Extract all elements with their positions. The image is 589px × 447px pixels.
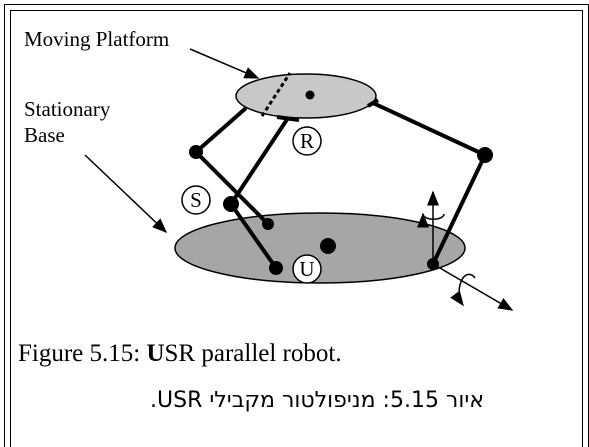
leg2-universal-joint (269, 261, 283, 275)
caption-rest: SR parallel robot. (164, 340, 342, 367)
hebrew-caption: איור 5.15: מניפולטור מקבילי USR. (150, 388, 484, 413)
base-center-dot (320, 238, 336, 254)
figure-caption: Figure 5.15: USR parallel robot. (18, 340, 342, 368)
leg3-lower-link (431, 154, 487, 265)
stationary-label: Stationary (24, 97, 111, 121)
leg1-universal-joint (262, 218, 274, 230)
leg1-upper-link (194, 106, 248, 154)
joint-r-marker (292, 126, 322, 156)
caption-bold-letter: U (146, 340, 165, 367)
caption-prefix: Figure 5.15: (18, 340, 147, 367)
leg2-spherical-joint (223, 196, 239, 212)
base-label: Base (24, 123, 65, 147)
joint-u-label: U (299, 257, 314, 281)
leg3-spherical-joint (477, 147, 493, 163)
leg1-spherical-joint (189, 145, 203, 159)
u-joint-horizontal-rotation-arrow (450, 273, 476, 307)
joint-u-marker (292, 254, 322, 284)
platform-hidden-edge (260, 72, 292, 117)
moving-platform-pointer (189, 48, 260, 79)
inner-frame (10, 10, 583, 447)
leg3-upper-link (372, 101, 486, 157)
u-joint-vertical-rotation-arrow (417, 212, 445, 228)
joint-s-marker (181, 185, 211, 215)
joint-r-label: R (300, 129, 314, 153)
joint-s-label: S (190, 188, 202, 212)
leg2-lower-link (229, 202, 278, 270)
leg1-lower-link (194, 150, 270, 226)
base-pointer (84, 154, 168, 234)
moving-platform-label: Moving Platform (24, 27, 169, 51)
u-joint-horizontal-axis (432, 263, 514, 311)
leg2-upper-link (229, 116, 290, 206)
platform-center-dot (305, 90, 315, 100)
